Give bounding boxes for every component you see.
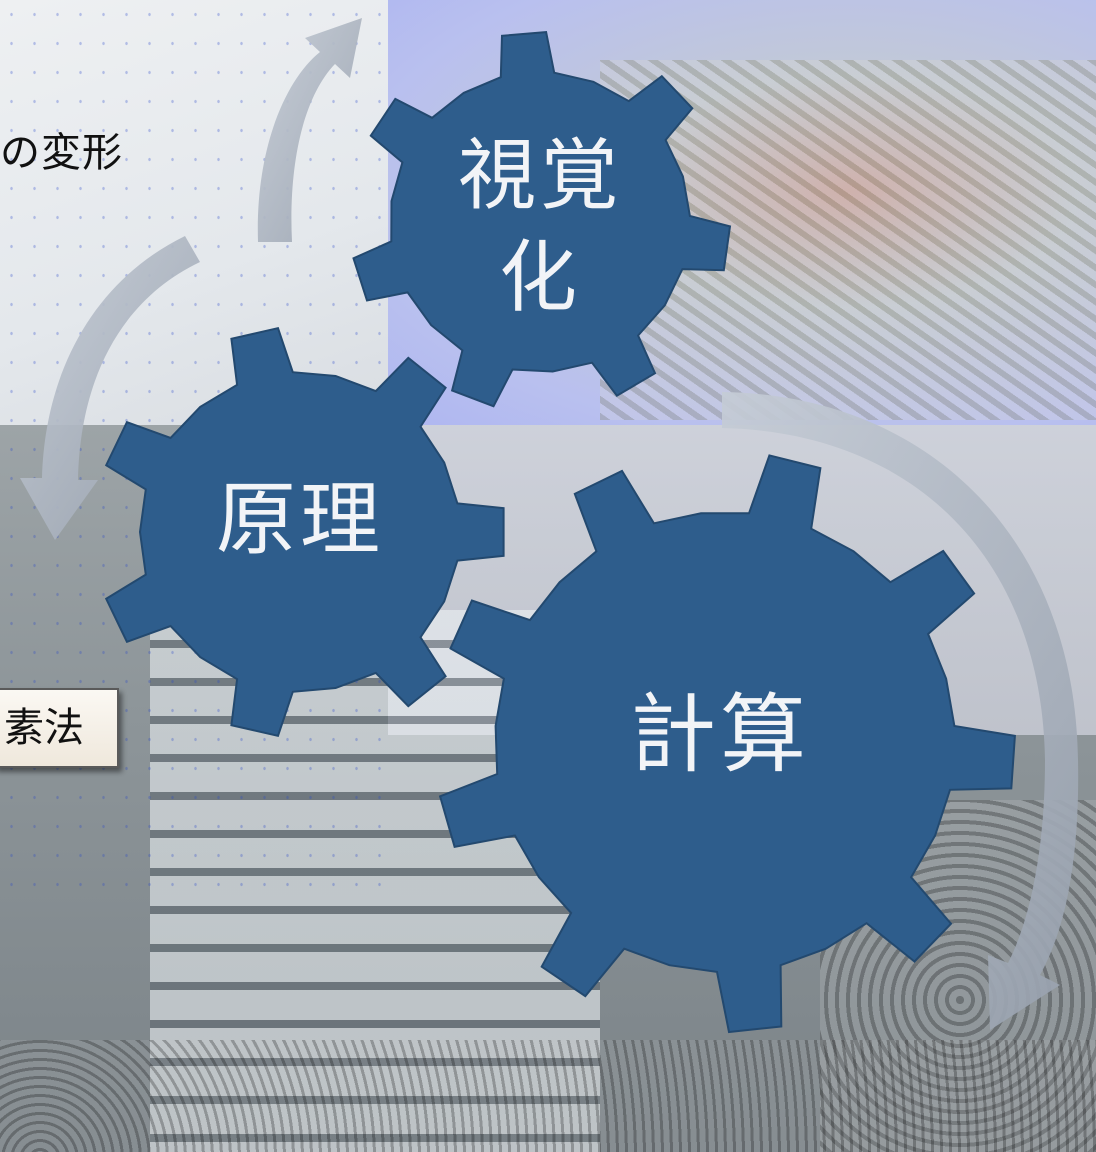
gear-label-computation: 計算 <box>630 685 810 785</box>
cycle-arrow-upper <box>257 18 362 242</box>
cycle-arrow-left <box>20 236 200 540</box>
cycle-arrow-right <box>722 392 1079 1030</box>
fem-label: 素法 <box>4 705 84 751</box>
gear-label-visualization-line1: 視覚 <box>457 131 622 221</box>
fragment-caption: の変形 <box>0 130 123 176</box>
gear-principle <box>104 327 505 737</box>
wave-pattern <box>0 1040 1096 1152</box>
gear-visualization <box>352 31 732 408</box>
gear-label-principle: 原理 <box>216 473 384 566</box>
fem-label-box: 素法 <box>0 688 119 768</box>
gear-computation <box>438 454 1016 1034</box>
gear-label-visualization: 視覚 化 <box>430 125 650 329</box>
gear-label-visualization-line2: 化 <box>498 233 581 323</box>
